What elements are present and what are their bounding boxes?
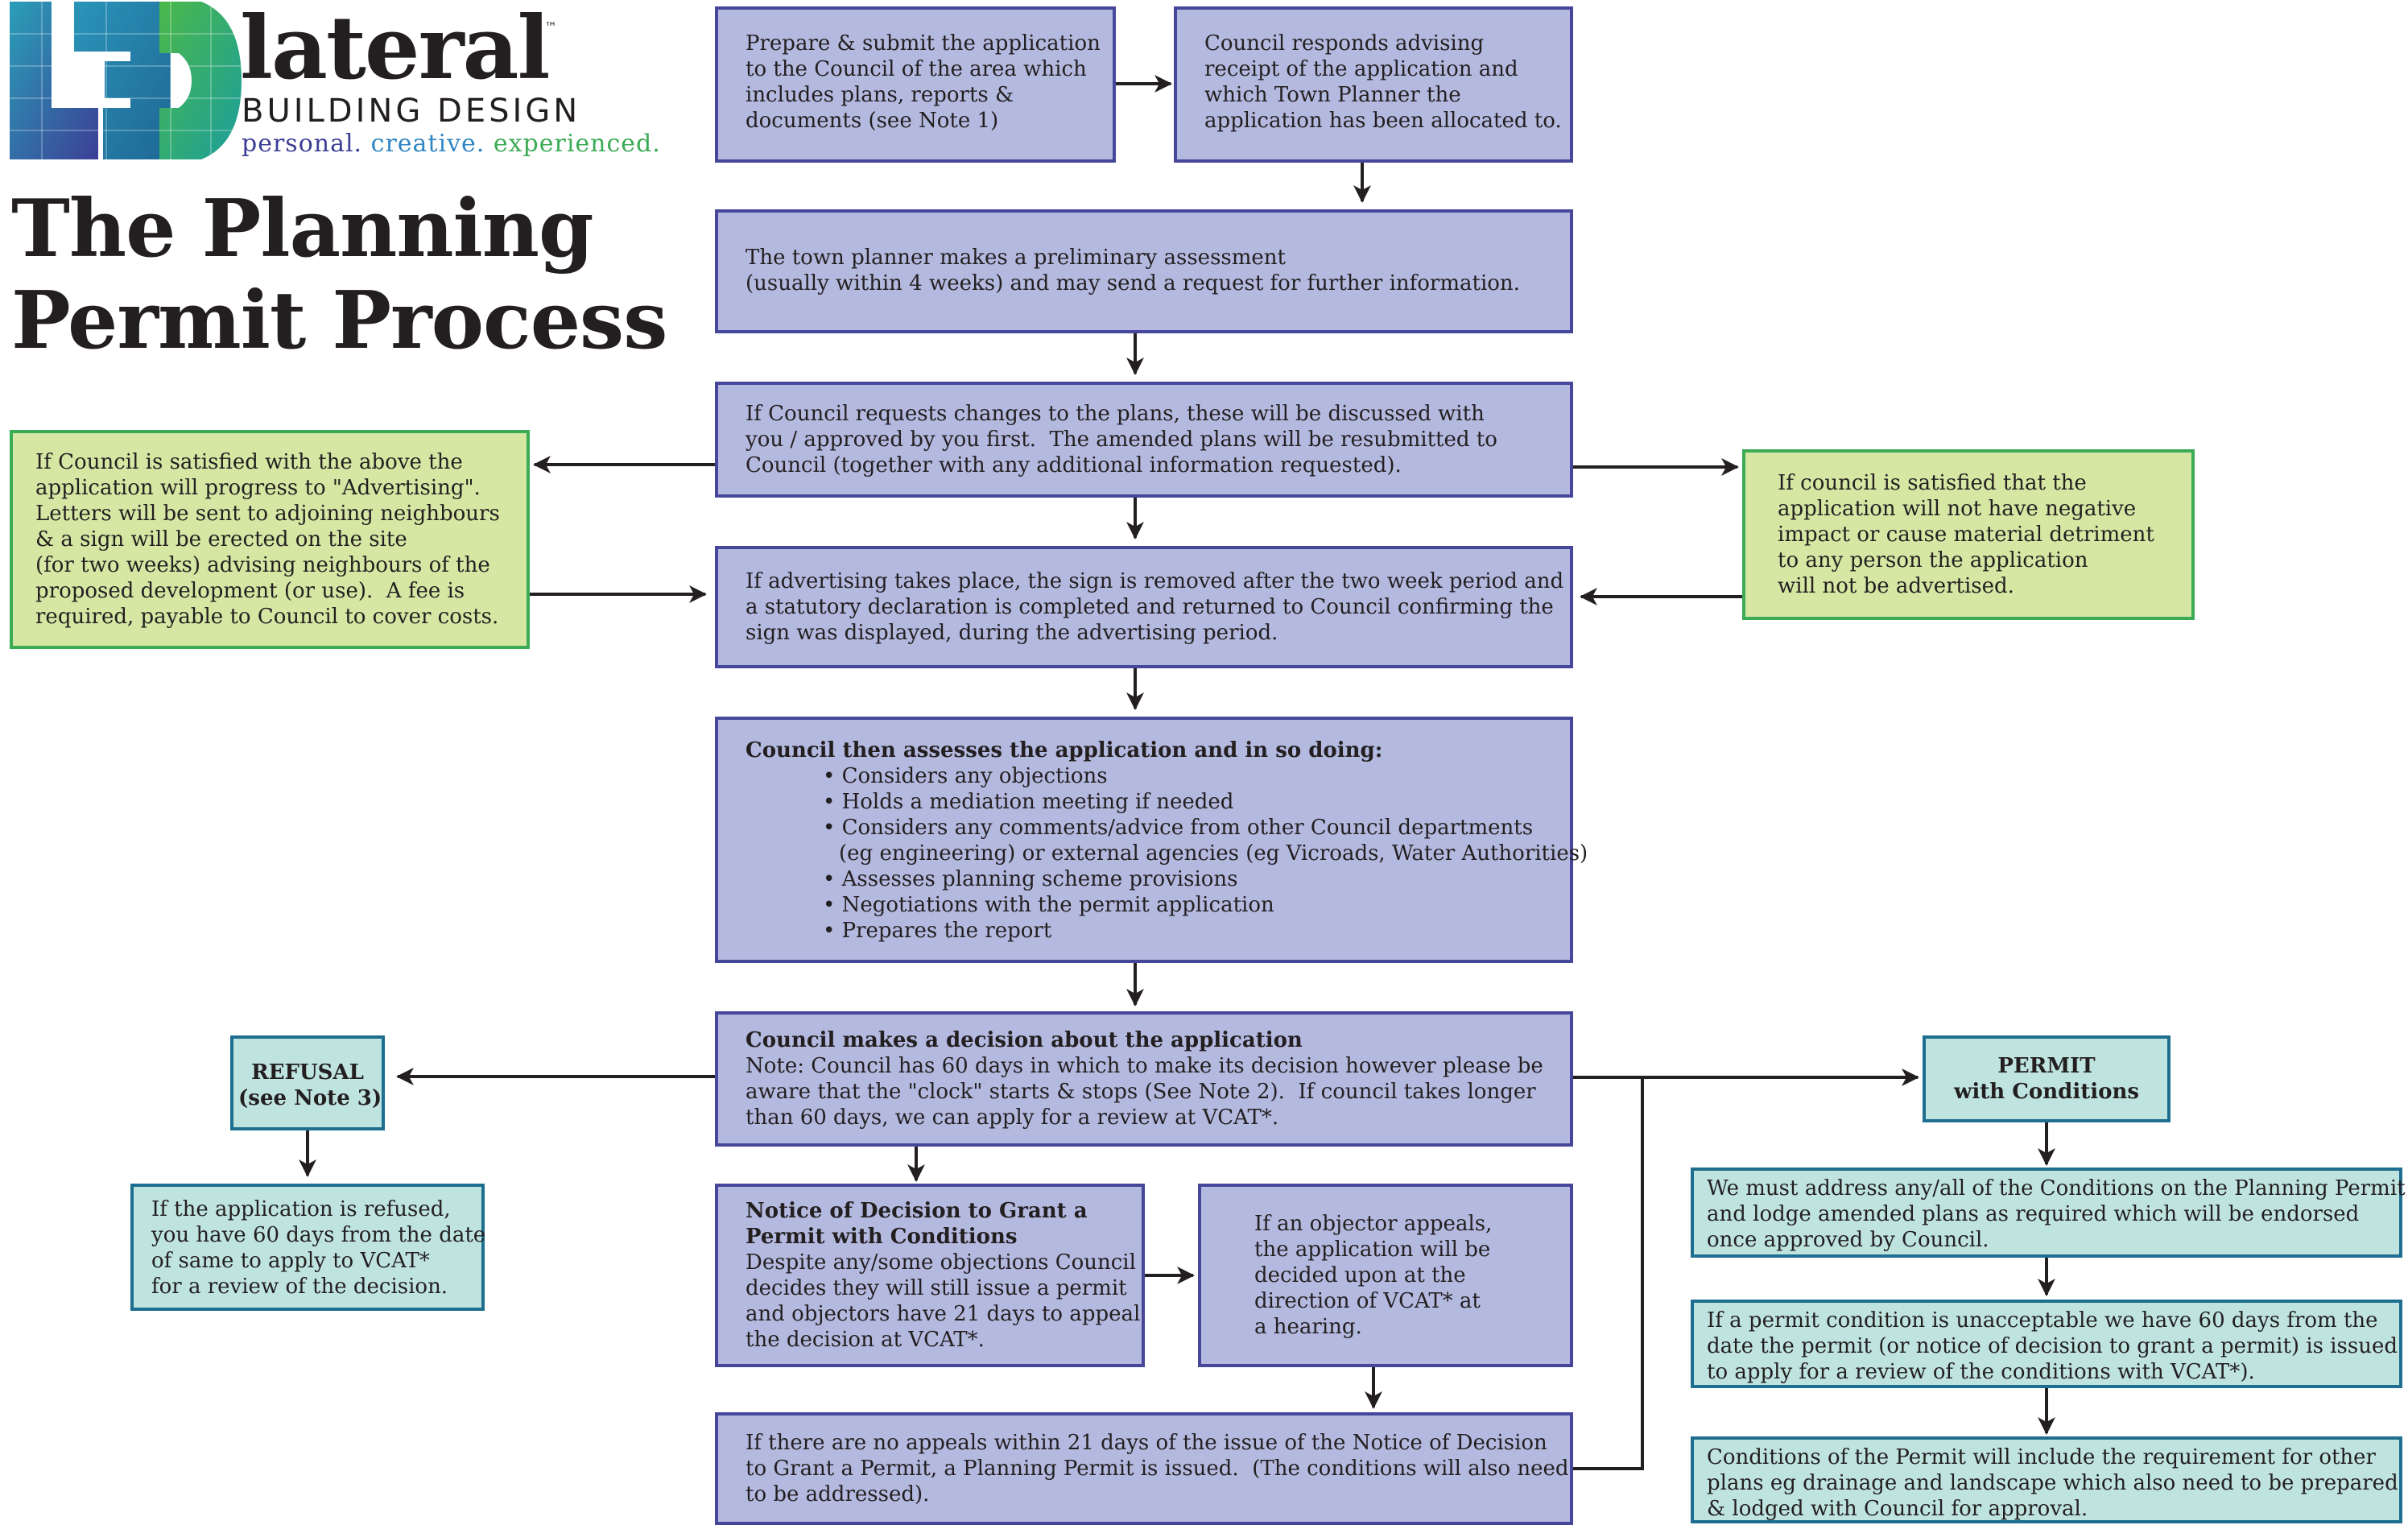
box-notice-of-decision: Notice of Decision to Grant a Permit wit… xyxy=(715,1184,1145,1367)
box-council-responds: Council responds advising receipt of the… xyxy=(1174,6,1573,163)
assess-item: • Negotiations with the permit applicati… xyxy=(823,893,1274,917)
connector-no-appeals-to-permit xyxy=(1573,1077,1644,1470)
box-refused-review: If the application is refused, you have … xyxy=(130,1184,485,1311)
assess-item: (eg engineering) or external agencies (e… xyxy=(839,841,1588,866)
logo-wordmark: lateral xyxy=(240,0,551,99)
assess-item: • Holds a mediation meeting if needed xyxy=(823,790,1234,814)
tagline-creative: creative. xyxy=(370,130,485,158)
box-plan-changes: If Council requests changes to the plans… xyxy=(715,382,1573,498)
tagline-personal: personal. xyxy=(242,130,363,158)
box-no-advertising-condition: If council is satisfied that the applica… xyxy=(1742,449,2195,620)
box-council-decision: Council makes a decision about the appli… xyxy=(715,1011,1573,1147)
assess-item: • Considers any comments/advice from oth… xyxy=(823,816,1534,840)
box-council-assesses: Council then assesses the application an… xyxy=(715,717,1588,963)
box-no-appeals: If there are no appeals within 21 days o… xyxy=(715,1412,1573,1525)
box-condition-review: If a permit condition is unacceptable we… xyxy=(1691,1300,2402,1388)
box-other-plans: Conditions of the Permit will include th… xyxy=(1691,1436,2402,1523)
box-objector-appeals: If an objector appeals, the application … xyxy=(1198,1184,1573,1367)
logo-tagline: personal. creative. experienced. xyxy=(242,132,661,156)
assess-item: • Assesses planning scheme provisions xyxy=(823,867,1238,891)
box-advertising-condition: If Council is satisfied with the above t… xyxy=(10,430,530,649)
box-submit-application: Prepare & submit the application to the … xyxy=(715,6,1116,163)
box-preliminary-assessment: The town planner makes a preliminary ass… xyxy=(715,209,1573,333)
box-sign-removed: If advertising takes place, the sign is … xyxy=(715,546,1573,668)
assess-item: • Considers any objections xyxy=(823,764,1108,788)
tagline-experienced: experienced. xyxy=(493,130,661,158)
title-line-1: The Planning xyxy=(11,183,594,275)
box-refusal: REFUSAL (see Note 3) xyxy=(230,1035,385,1130)
title-line-2: Permit Process xyxy=(11,275,667,367)
assess-item: • Prepares the report xyxy=(823,919,1052,943)
box-address-conditions: We must address any/all of the Condition… xyxy=(1691,1168,2406,1258)
logo-trademark: ™ xyxy=(544,19,557,35)
assess-heading: Council then assesses the application an… xyxy=(746,738,1383,762)
lbd-monogram-icon xyxy=(10,2,243,159)
decision-heading: Council makes a decision about the appli… xyxy=(746,1028,1303,1052)
box-permit-with-conditions: PERMIT with Conditions xyxy=(1923,1035,2171,1122)
logo-subtitle: BUILDING DESIGN xyxy=(242,93,581,130)
page-title: The Planning Permit Process xyxy=(11,184,667,367)
